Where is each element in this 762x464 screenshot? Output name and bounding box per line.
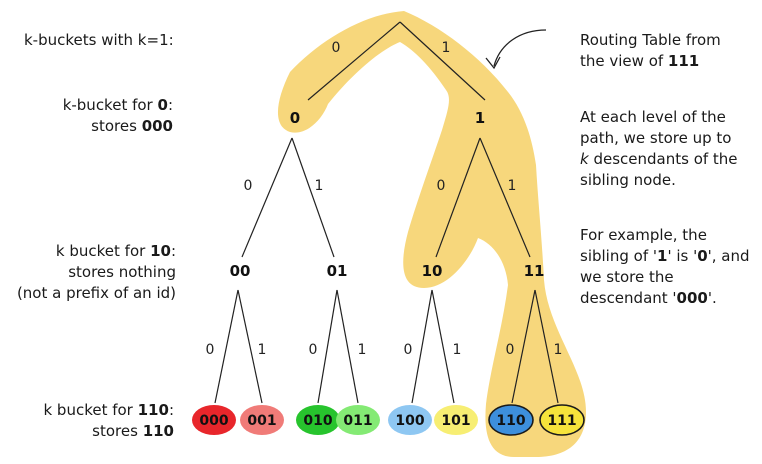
header-label: k-buckets with k=1: bbox=[24, 31, 174, 49]
edge-label-0-0: 0 bbox=[244, 178, 253, 194]
edge-label-0-1: 1 bbox=[315, 178, 324, 194]
edge-root-1 bbox=[399, 21, 486, 101]
leaf-100: 100 bbox=[388, 405, 432, 435]
edge-1-11 bbox=[479, 137, 531, 258]
node-10: 10 bbox=[422, 262, 443, 280]
bucket-10-label: k bucket for 10: stores nothing (not a p… bbox=[16, 242, 176, 302]
curved-arrow-icon bbox=[485, 29, 547, 70]
leaf-111: 111 bbox=[539, 404, 585, 436]
edge-label-root-0: 0 bbox=[332, 40, 341, 56]
edge-label-01-0: 0 bbox=[309, 342, 318, 358]
bucket-0-label: k-bucket for 0: stores 000 bbox=[62, 96, 173, 135]
edge-label-1-1: 1 bbox=[508, 178, 517, 194]
leaf-label-100: 100 bbox=[395, 413, 424, 429]
leaf-label-110: 110 bbox=[496, 413, 525, 429]
edge-01-011 bbox=[336, 289, 359, 404]
node-1: 1 bbox=[475, 109, 485, 127]
edge-label-root-1: 1 bbox=[442, 40, 451, 56]
edge-00-001 bbox=[237, 289, 263, 404]
edge-root-0 bbox=[307, 21, 401, 101]
leaf-ellipse-011 bbox=[336, 405, 380, 435]
node-00: 00 bbox=[230, 262, 251, 280]
edge-label-01-1: 1 bbox=[358, 342, 367, 358]
edge-label-00-0: 0 bbox=[206, 342, 215, 358]
node-01: 01 bbox=[327, 262, 348, 280]
edge-10-100 bbox=[411, 289, 433, 404]
leaf-label-101: 101 bbox=[441, 413, 470, 429]
leaf-label-111: 111 bbox=[547, 413, 576, 429]
leaf-label-000: 000 bbox=[199, 413, 228, 429]
edge-01-010 bbox=[317, 289, 338, 404]
edge-label-1-0: 0 bbox=[437, 178, 446, 194]
leaf-ellipse-001 bbox=[240, 405, 284, 435]
leaf-010: 010 bbox=[296, 405, 340, 435]
leaf-000: 000 bbox=[192, 405, 236, 435]
leaf-001: 001 bbox=[240, 405, 284, 435]
leaf-ellipse-111 bbox=[539, 404, 585, 436]
leaf-ellipse-101 bbox=[434, 405, 478, 435]
leaf-ellipse-110 bbox=[488, 404, 534, 436]
leaf-label-011: 011 bbox=[343, 413, 372, 429]
edge-1-10 bbox=[435, 137, 481, 258]
routing-table-caption: Routing Table from the view of 111 bbox=[580, 31, 721, 70]
node-11: 11 bbox=[524, 262, 545, 280]
edge-10-101 bbox=[431, 289, 455, 404]
edge-11-111 bbox=[534, 289, 559, 404]
edge-label-10-0: 0 bbox=[404, 342, 413, 358]
leaf-ellipse-000 bbox=[192, 405, 236, 435]
explanation-paragraph: At each level of the path, we store up t… bbox=[580, 108, 738, 189]
node-0: 0 bbox=[290, 109, 300, 127]
example-paragraph: For example, the sibling of '1' is '0', … bbox=[580, 226, 750, 307]
leaf-label-001: 001 bbox=[247, 413, 276, 429]
leaf-ellipse-100 bbox=[388, 405, 432, 435]
edge-label-10-1: 1 bbox=[453, 342, 462, 358]
edge-11-110 bbox=[511, 289, 536, 404]
edge-00-000 bbox=[214, 289, 239, 404]
leaf-label-010: 010 bbox=[303, 413, 332, 429]
edge-label-11-1: 1 bbox=[554, 342, 563, 358]
leaf-110: 110 bbox=[488, 404, 534, 436]
leaf-011: 011 bbox=[336, 405, 380, 435]
leaf-ellipse-010 bbox=[296, 405, 340, 435]
edge-0-00 bbox=[241, 137, 293, 258]
leaf-101: 101 bbox=[434, 405, 478, 435]
edge-label-00-1: 1 bbox=[258, 342, 267, 358]
tree-edges bbox=[214, 21, 559, 404]
bucket-110-label: k bucket for 110: stores 110 bbox=[43, 401, 174, 440]
edge-label-11-0: 0 bbox=[506, 342, 515, 358]
edge-0-01 bbox=[291, 137, 335, 258]
highlight-path-band bbox=[277, 11, 586, 457]
